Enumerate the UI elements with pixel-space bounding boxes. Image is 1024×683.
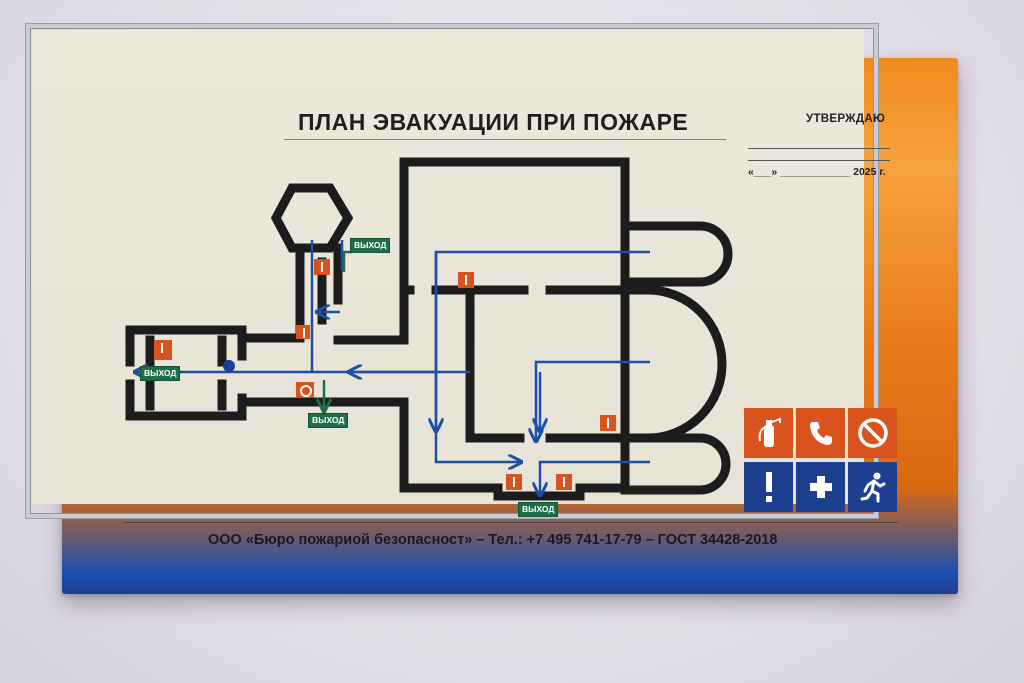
approval-label: УТВЕРЖДАЮ [806, 113, 886, 125]
you-are-here-marker [223, 360, 235, 372]
legend-prohibition [848, 408, 897, 458]
fire-alarm-marker [154, 340, 172, 360]
evacuation-routes [136, 240, 650, 494]
frame-silver-border [26, 24, 878, 518]
fire-extinguisher-marker [600, 415, 616, 431]
prohibition-icon [857, 418, 888, 448]
fire-extinguisher-marker [314, 259, 330, 275]
approval-date-line: «___» ____________ 2025 г. [748, 166, 886, 178]
fire-extinguisher-icon [758, 417, 781, 447]
exit-arrows-green [324, 250, 352, 410]
footer-rule [124, 522, 898, 523]
legend-fire-extinguisher [744, 408, 793, 458]
title-underline [284, 139, 726, 140]
fire-extinguisher-marker [296, 325, 310, 339]
fire-hose-marker [296, 382, 314, 398]
walls [125, 157, 733, 501]
first-aid-cross-icon [809, 476, 832, 498]
fire-extinguisher-marker [506, 474, 522, 490]
legend-first-aid [796, 462, 845, 512]
legend-phone [796, 408, 845, 458]
legend-warning [744, 462, 793, 512]
plan-title: ПЛАН ЭВАКУАЦИИ ПРИ ПОЖАРЕ [298, 109, 689, 135]
exit-sign-top: ВЫХОД [350, 238, 391, 253]
fire-hose-icon [300, 385, 312, 397]
footer-contact: ООО «Бюро пожариой безопасност» – Тел.: … [208, 532, 778, 548]
fire-extinguisher-marker [458, 272, 474, 288]
exit-sign-left: ВЫХОД [140, 366, 181, 381]
running-man-exit-icon [860, 472, 885, 503]
exclamation-icon [765, 472, 772, 502]
safety-legend [744, 408, 898, 514]
fire-extinguisher-marker [556, 474, 572, 490]
legend-emergency-exit [848, 462, 897, 512]
exit-sign-center: ВЫХОД [308, 413, 349, 428]
phone-icon [809, 422, 832, 445]
exit-sign-bottom: ВЫХОД [518, 502, 559, 517]
approval-name-line [748, 160, 890, 161]
approval-signature-line [748, 148, 890, 149]
